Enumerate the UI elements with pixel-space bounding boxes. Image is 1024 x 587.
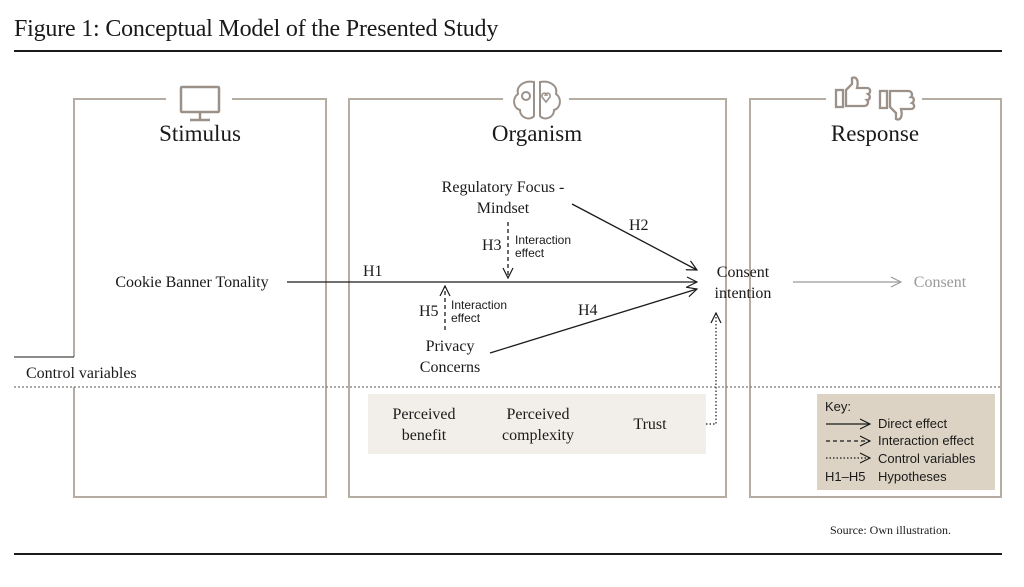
response-header: Response	[830, 121, 920, 146]
h4-label: H4	[578, 302, 598, 319]
control-dotted-arrow	[706, 313, 716, 425]
h5-label: H5	[419, 303, 439, 320]
h2-label: H2	[629, 217, 649, 234]
response-frame	[749, 98, 1002, 498]
key-direct-label: Direct effect	[878, 416, 948, 431]
control-variables-label: Control variables	[26, 365, 137, 382]
key-hyp-code: H1–H5	[825, 469, 866, 484]
h5-interaction-line2: effect	[451, 311, 481, 325]
perceived-complexity-line1: Perceived	[506, 406, 570, 423]
stimulus-header: Stimulus	[159, 121, 241, 146]
key-interaction-label: Interaction effect	[878, 433, 974, 448]
privacy-concerns-line1: Privacy	[425, 338, 475, 355]
key-control-label: Control variables	[878, 451, 976, 466]
stimulus-frame	[73, 98, 327, 498]
brain-icon	[513, 80, 561, 120]
key-title: Key:	[825, 399, 852, 414]
monitor-icon	[179, 85, 221, 122]
h3-interaction-note: Interaction effect	[515, 234, 571, 260]
trust-label: Trust	[633, 416, 667, 433]
perceived-complexity-line2: complexity	[502, 427, 574, 444]
source-note: Source: Own illustration.	[830, 523, 951, 537]
consent-intention-label: Consent intention	[700, 262, 786, 304]
privacy-concerns-label: Privacy Concerns	[395, 336, 505, 378]
h1-label: H1	[363, 263, 383, 280]
title-rule	[14, 50, 1002, 52]
h4-arrow	[489, 289, 697, 354]
organism-header: Organism	[491, 121, 583, 146]
control-variables-box	[368, 394, 706, 454]
h3-interaction-line1: Interaction	[515, 233, 572, 247]
h5-interaction-note: Interaction effect	[451, 299, 507, 325]
key-box	[817, 394, 995, 490]
h2-arrow	[571, 203, 697, 270]
h3-interaction-line2: effect	[515, 246, 545, 260]
consent-label: Consent	[913, 274, 967, 291]
perceived-benefit-line1: Perceived	[392, 406, 456, 423]
perceived-benefit-label: Perceived benefit	[378, 404, 470, 446]
key-hyp-label: Hypotheses	[878, 469, 947, 484]
perceived-benefit-line2: benefit	[401, 427, 447, 444]
consent-intention-line1: Consent	[716, 264, 770, 281]
perceived-complexity-label: Perceived complexity	[488, 404, 588, 446]
cookie-banner-label: Cookie Banner Tonality	[115, 274, 269, 291]
thumbs-up-down-icon	[834, 76, 916, 121]
footer-rule	[14, 553, 1002, 555]
regulatory-focus-label: Regulatory Focus - Mindset	[420, 177, 586, 219]
consent-intention-line2: intention	[714, 285, 772, 302]
privacy-concerns-line2: Concerns	[419, 359, 481, 376]
organism-frame	[348, 98, 727, 498]
h3-label: H3	[482, 237, 502, 254]
regulatory-focus-line1: Regulatory Focus -	[441, 179, 565, 196]
regulatory-focus-line2: Mindset	[476, 200, 530, 217]
h5-interaction-line1: Interaction	[451, 298, 508, 312]
figure-title: Figure 1: Conceptual Model of the Presen…	[14, 16, 499, 42]
